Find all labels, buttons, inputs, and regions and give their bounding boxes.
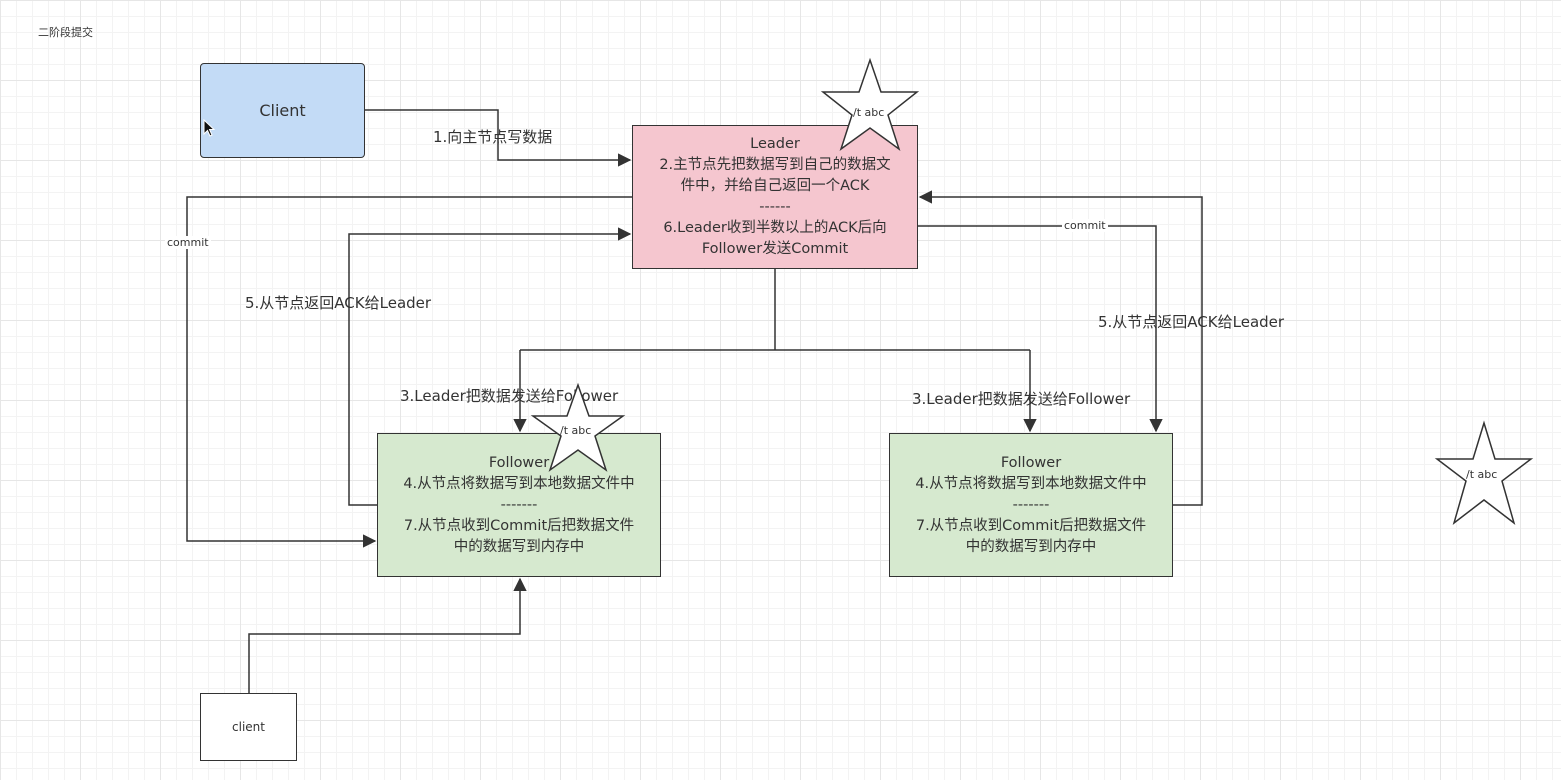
leader-line-2: 件中，并给自己返回一个ACK <box>680 178 870 194</box>
leader-line-1: 2.主节点先把数据写到自己的数据文 <box>659 157 891 173</box>
client-bottom-node[interactable]: client <box>200 693 297 761</box>
star-2-label: /t abc <box>560 424 591 437</box>
star-shape-1[interactable]: /t abc <box>820 57 920 151</box>
follower-right-line-3: 7.从节点收到Commit后把数据文件 <box>915 517 1147 534</box>
page-title: 二阶段提交 <box>38 26 93 39</box>
follower-right-line-4: 中的数据写到内存中 <box>965 538 1097 555</box>
edge-label-send-follower-right: 3.Leader把数据发送给Follower <box>912 390 1131 408</box>
star-1-label: /t abc <box>853 106 884 119</box>
mouse-cursor-icon <box>203 119 216 137</box>
leader-line-3: ------ <box>759 199 791 215</box>
star-3-label: /t abc <box>1466 468 1497 481</box>
client-bottom-label: client <box>232 719 265 734</box>
edge-label-ack-right: 5.从节点返回ACK给Leader <box>1098 313 1285 331</box>
follower-right-line-1: 4.从节点将数据写到本地数据文件中 <box>915 475 1147 492</box>
leader-line-5: Follower发送Commit <box>701 241 849 257</box>
client-node-label: Client <box>259 101 306 120</box>
star-shape-2[interactable]: /t abc <box>530 382 626 472</box>
edge-label-commit-left: commit <box>165 236 211 249</box>
edge-commit-left <box>186 196 632 548</box>
edge-label-ack-left: 5.从节点返回ACK给Leader <box>245 294 432 312</box>
star-shape-3[interactable]: /t abc <box>1434 420 1534 525</box>
edge-client-bottom-to-follower <box>248 577 527 693</box>
follower-left-line-3: 7.从节点收到Commit后把数据文件 <box>403 517 635 534</box>
follower-right-line-2: ------- <box>1012 496 1050 513</box>
client-node[interactable]: Client <box>200 63 365 158</box>
follower-left-node[interactable]: Follower 4.从节点将数据写到本地数据文件中 ------- 7.从节点… <box>377 433 661 577</box>
follower-left-line-2: ------- <box>500 496 538 513</box>
edge-leader-to-follower-left <box>520 349 1030 431</box>
follower-left-title: Follower <box>488 454 550 471</box>
edge-ack-right <box>918 190 1203 506</box>
follower-right-node[interactable]: Follower 4.从节点将数据写到本地数据文件中 ------- 7.从节点… <box>889 433 1173 577</box>
follower-left-line-4: 中的数据写到内存中 <box>453 538 585 555</box>
edge-ack-left <box>348 227 632 506</box>
edge-label-write-to-leader: 1.向主节点写数据 <box>433 128 553 146</box>
edge-client-to-leader <box>365 109 632 167</box>
edge-commit-right <box>918 225 1163 433</box>
edge-label-send-follower-left: 3.Leader把数据发送给Follower <box>400 387 619 405</box>
follower-left-line-1: 4.从节点将数据写到本地数据文件中 <box>403 475 635 492</box>
leader-title: Leader <box>750 136 800 152</box>
leader-line-4: 6.Leader收到半数以上的ACK后向 <box>663 220 887 236</box>
leader-node[interactable]: Leader 2.主节点先把数据写到自己的数据文 件中，并给自己返回一个ACK … <box>632 125 918 269</box>
follower-right-title: Follower <box>1000 454 1062 471</box>
edge-label-commit-right: commit <box>1062 219 1108 232</box>
